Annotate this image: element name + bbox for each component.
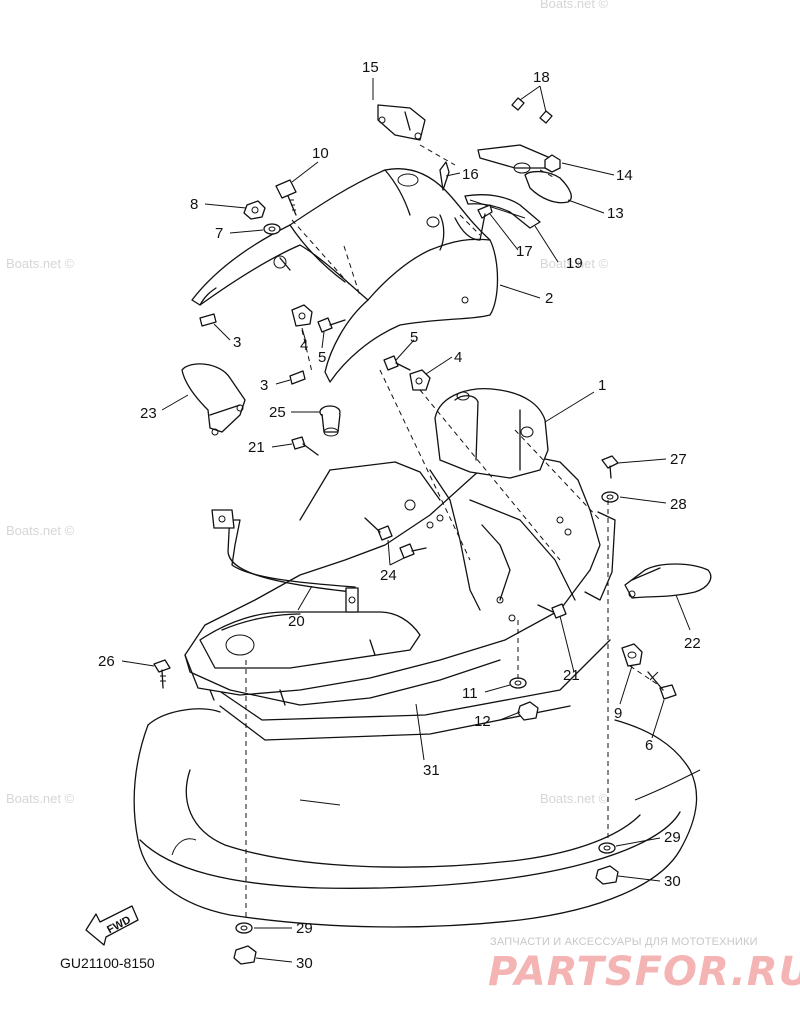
nut-part-8	[243, 200, 266, 220]
screw-part-27	[601, 455, 619, 479]
diagram-code: GU21100-8150	[60, 955, 155, 971]
callout-31: 31	[423, 762, 440, 779]
collar-part-9	[621, 643, 643, 667]
screw-part-24	[364, 517, 393, 541]
callout-21: 21	[248, 439, 265, 456]
screw-part-5	[317, 317, 346, 333]
callout-20: 20	[288, 613, 305, 630]
callout-3: 3	[260, 377, 268, 394]
brand-logo: PARTSFOR.RU	[488, 949, 800, 995]
clip-part-3	[289, 370, 306, 385]
washer-part-7	[263, 223, 281, 235]
callout-5: 5	[410, 329, 418, 346]
callout-26: 26	[98, 653, 115, 670]
callout-24: 24	[380, 567, 397, 584]
callout-29: 29	[296, 920, 313, 937]
callout-6: 6	[645, 737, 653, 754]
handle-cover-part-13	[524, 154, 572, 204]
callout-14: 14	[616, 167, 633, 184]
nut-part-30	[233, 945, 257, 965]
callout-22: 22	[684, 635, 701, 652]
callout-17: 17	[516, 243, 533, 260]
brand-subtitle: ЗАПЧАСТИ И АКСЕССУАРЫ ДЛЯ МОТОТЕХНИКИ	[490, 936, 758, 948]
callout-1: 1	[598, 377, 606, 394]
grommet-part-4	[291, 304, 313, 327]
watermark: Boats.net ©	[6, 791, 75, 806]
bracket-part-15	[377, 104, 426, 141]
callout-10: 10	[312, 145, 329, 162]
fitting-part-25	[319, 405, 341, 437]
callout-25: 25	[269, 404, 286, 421]
callout-3: 3	[233, 334, 241, 351]
callout-4: 4	[300, 337, 308, 354]
watermark: Boats.net ©	[540, 791, 609, 806]
washer-part-28	[601, 491, 619, 503]
callout-28: 28	[670, 496, 687, 513]
upper-cowl	[191, 168, 499, 383]
washer-part-11	[509, 677, 527, 689]
watermark: Boats.net ©	[6, 256, 75, 271]
screw-part-17	[477, 204, 493, 241]
side-cover-part-22	[624, 563, 712, 599]
callout-4: 4	[454, 349, 462, 366]
callout-30: 30	[664, 873, 681, 890]
callout-19: 19	[566, 255, 583, 272]
nut-part-12	[517, 701, 539, 721]
washer-part-29	[235, 922, 253, 934]
washer-part-29	[598, 842, 616, 854]
side-cover-part-23	[181, 363, 246, 436]
assembly-lines	[245, 144, 661, 920]
callout-9: 9	[614, 705, 622, 722]
watermark: Boats.net ©	[540, 0, 609, 11]
callout-13: 13	[607, 205, 624, 222]
fwd-arrow-icon: FWD	[85, 905, 139, 946]
callout-12: 12	[474, 713, 491, 730]
callout-7: 7	[215, 225, 223, 242]
callout-5: 5	[318, 349, 326, 366]
callout-23: 23	[140, 405, 157, 422]
leader-lines	[121, 78, 691, 963]
bolt-part-26	[153, 659, 171, 689]
grab-rail-part-20	[211, 509, 359, 613]
callout-21: 21	[563, 667, 580, 684]
callout-11: 11	[462, 685, 478, 702]
engine-hatch-body	[184, 388, 616, 706]
callout-8: 8	[190, 196, 198, 213]
trim-strip-part-19	[464, 194, 541, 229]
callout-29: 29	[664, 829, 681, 846]
callout-2: 2	[545, 290, 553, 307]
bolt-part-6	[647, 671, 677, 700]
watermark: Boats.net ©	[6, 523, 75, 538]
bolt-part-10	[275, 179, 297, 216]
screw-part-21	[291, 436, 319, 456]
screw-part-21	[537, 603, 567, 619]
screw-part-16	[439, 161, 450, 191]
screw-part-5	[383, 355, 411, 371]
callout-30: 30	[296, 955, 313, 972]
callout-18: 18	[533, 69, 550, 86]
clip-part-3	[199, 313, 217, 327]
callout-16: 16	[462, 166, 479, 183]
nut-part-30	[595, 865, 619, 885]
grommet-part-4	[409, 369, 431, 391]
callout-15: 15	[362, 59, 379, 76]
callout-27: 27	[670, 451, 687, 468]
screw-part-24	[399, 543, 427, 559]
